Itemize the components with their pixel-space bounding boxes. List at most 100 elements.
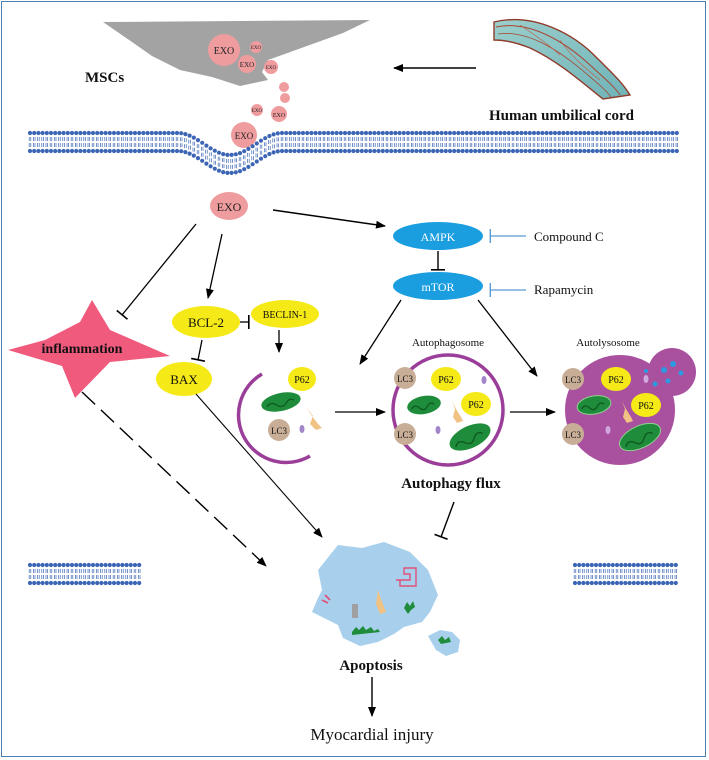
apoptotic-fragment <box>396 567 417 587</box>
cargo-particle <box>299 425 305 433</box>
mitochondrion <box>449 423 491 451</box>
lc3-label: LC3 <box>397 430 414 440</box>
cargo-protein <box>452 401 463 423</box>
apoptotic-fragment <box>438 636 451 644</box>
phagophore-membrane <box>236 372 311 465</box>
umbilical-cord-label: Human umbilical cord <box>489 108 635 124</box>
exo-vesicle <box>231 122 257 148</box>
lysosome-enzyme <box>644 369 648 373</box>
autolysosome-label: Autolysosome <box>576 337 640 349</box>
inflammation-label: inflammation <box>42 342 123 357</box>
exo-vesicle-label: EXO <box>235 131 254 141</box>
cargo-particle <box>605 426 611 434</box>
exo-vesicle <box>280 93 290 103</box>
compound-c-label: Compound C <box>534 229 604 244</box>
cell-membrane-right <box>572 562 678 586</box>
apoptotic-fragment <box>352 604 358 618</box>
p62-protein <box>601 367 631 391</box>
lc3-protein <box>394 367 416 389</box>
cell-membrane-left <box>27 562 142 586</box>
lc3-label: LC3 <box>397 374 414 384</box>
mitochondrion <box>619 422 661 452</box>
p62-protein <box>288 367 316 391</box>
autophagy-flux-label: Autophagy flux <box>401 476 501 492</box>
mtor-node <box>393 272 483 300</box>
lysosome-enzyme <box>665 378 671 384</box>
exo-node <box>210 192 248 220</box>
bax-to-apoptosis-arrow <box>195 393 323 538</box>
p62-label: P62 <box>608 375 624 386</box>
lysosome-enzyme <box>661 367 667 373</box>
exo-vesicle-label: EXO <box>273 113 286 119</box>
p62-protein <box>431 367 461 391</box>
p62-protein <box>461 392 491 416</box>
mitochondrion <box>407 395 441 415</box>
cargo-particle <box>481 376 487 384</box>
lc3-protein <box>394 423 416 445</box>
bax-label: BAX <box>170 372 198 387</box>
exo-vesicle-label: EXO <box>251 46 262 51</box>
inflammation-to-apoptosis-arrow <box>81 391 267 567</box>
lc3-protein <box>268 419 290 441</box>
apoptotic-fragment <box>321 594 331 604</box>
umbilical-cord-image <box>493 18 632 100</box>
exo-inhibits-inflammation <box>116 223 197 320</box>
cargo-particle <box>435 426 441 434</box>
apoptosis-label: Apoptosis <box>339 658 403 674</box>
ampk-node <box>393 222 483 250</box>
p62-label: P62 <box>468 400 484 411</box>
bcl2-node <box>172 306 240 338</box>
bcl2-label: BCL-2 <box>188 315 224 330</box>
p62-label: P62 <box>294 375 310 386</box>
bcl2-inhibits-bax <box>191 339 206 362</box>
exo-vesicle <box>250 41 262 53</box>
lc3-label: LC3 <box>271 426 288 436</box>
mitochondrion <box>261 392 301 412</box>
apoptotic-fragment <box>404 601 415 614</box>
p62-protein <box>631 393 661 417</box>
exo-vesicle-label: EXO <box>214 46 235 57</box>
cargo-protein <box>622 401 633 423</box>
myocardial-injury-label: Myocardial injury <box>310 725 434 744</box>
lysosome-enzyme <box>678 370 684 376</box>
lc3-protein <box>562 423 584 445</box>
exo-node-label: EXO <box>217 200 242 214</box>
lc3-label: LC3 <box>565 430 582 440</box>
beclin1-node <box>251 300 319 328</box>
p62-label: P62 <box>638 401 654 412</box>
exo-vesicle <box>208 34 240 66</box>
exo-vesicle <box>279 82 289 92</box>
exo-vesicle <box>238 55 256 73</box>
cargo-particle <box>643 375 649 383</box>
exo-vesicle-label: EXO <box>240 61 254 69</box>
cell-membrane-top <box>27 130 679 175</box>
lysosome-enzyme <box>652 381 658 387</box>
cargo-protein <box>306 407 322 430</box>
exo-to-ampk-arrow <box>272 209 386 229</box>
bax-node <box>156 362 212 396</box>
autophagosome-label: Autophagosome <box>412 337 484 349</box>
msc-label: MSCs <box>85 70 124 86</box>
mitochondrion <box>576 395 612 415</box>
exo-vesicle-label: EXO <box>252 109 263 114</box>
exo-vesicle <box>264 60 278 74</box>
exo-vesicle <box>251 104 263 116</box>
autophagy-flux-inhibits-apoptosis <box>434 501 455 540</box>
lysosome-enzyme <box>670 361 676 367</box>
inflammation-shape <box>8 300 170 398</box>
exo-vesicle <box>271 106 287 122</box>
lc3-label: LC3 <box>565 375 582 385</box>
exo-to-bcl2-arrow <box>206 233 223 299</box>
rapamycin-label: Rapamycin <box>534 282 594 297</box>
apoptotic-cell <box>312 542 438 646</box>
beclin1-label: BECLIN-1 <box>263 310 307 321</box>
p62-label: P62 <box>438 375 454 386</box>
exo-vesicle-label: EXO <box>266 66 277 71</box>
apoptotic-fragment <box>376 590 386 614</box>
lc3-protein <box>562 368 584 390</box>
ampk-label: AMPK <box>421 230 456 244</box>
mtor-to-autolysosome-arrow <box>477 299 538 377</box>
apoptotic-fragment <box>352 626 380 635</box>
